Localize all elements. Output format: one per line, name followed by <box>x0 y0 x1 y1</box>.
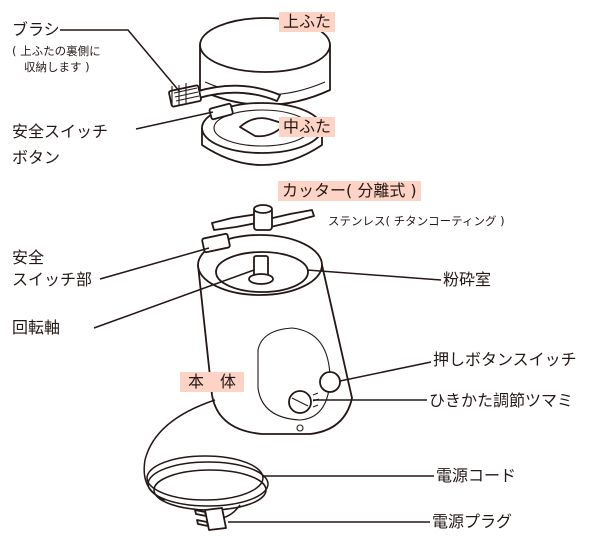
label-brush-note-2: 収納します ) <box>24 60 90 74</box>
label-safety-button-1: 安全スイッチ <box>12 122 109 141</box>
leader-lines <box>60 29 442 523</box>
label-grinding-chamber: 粉砕室 <box>443 270 492 289</box>
main-body-drawing <box>197 232 353 435</box>
label-main-body: 本 体 <box>180 372 245 392</box>
power-plug-drawing <box>194 507 227 531</box>
brush-drawing <box>168 83 281 108</box>
label-brush-note-1: ( 上ふたの裏側に <box>12 44 101 58</box>
label-safety-switch-1: 安全 <box>12 248 45 267</box>
label-rotating-shaft: 回転軸 <box>12 318 61 337</box>
label-grind-knob: ひきかた調節ツマミ <box>429 391 574 410</box>
label-brush: ブラシ <box>12 20 60 39</box>
label-power-plug: 電源プラグ <box>432 512 513 531</box>
label-safety-button-2: ボタン <box>12 148 61 167</box>
label-power-cord: 電源コード <box>436 466 517 485</box>
label-cutter: カッター( 分離式 ) <box>278 181 421 201</box>
label-middle-lid: 中ふた <box>279 117 336 137</box>
middle-lid-drawing <box>201 102 323 166</box>
label-cutter-material: ステンレス( チタンコーティング ) <box>328 214 505 228</box>
label-top-lid: 上ふた <box>279 12 336 32</box>
label-safety-switch-2: スイッチ部 <box>12 270 93 289</box>
cutter-drawing <box>211 204 315 231</box>
label-push-button: 押しボタンスイッチ <box>433 350 577 369</box>
